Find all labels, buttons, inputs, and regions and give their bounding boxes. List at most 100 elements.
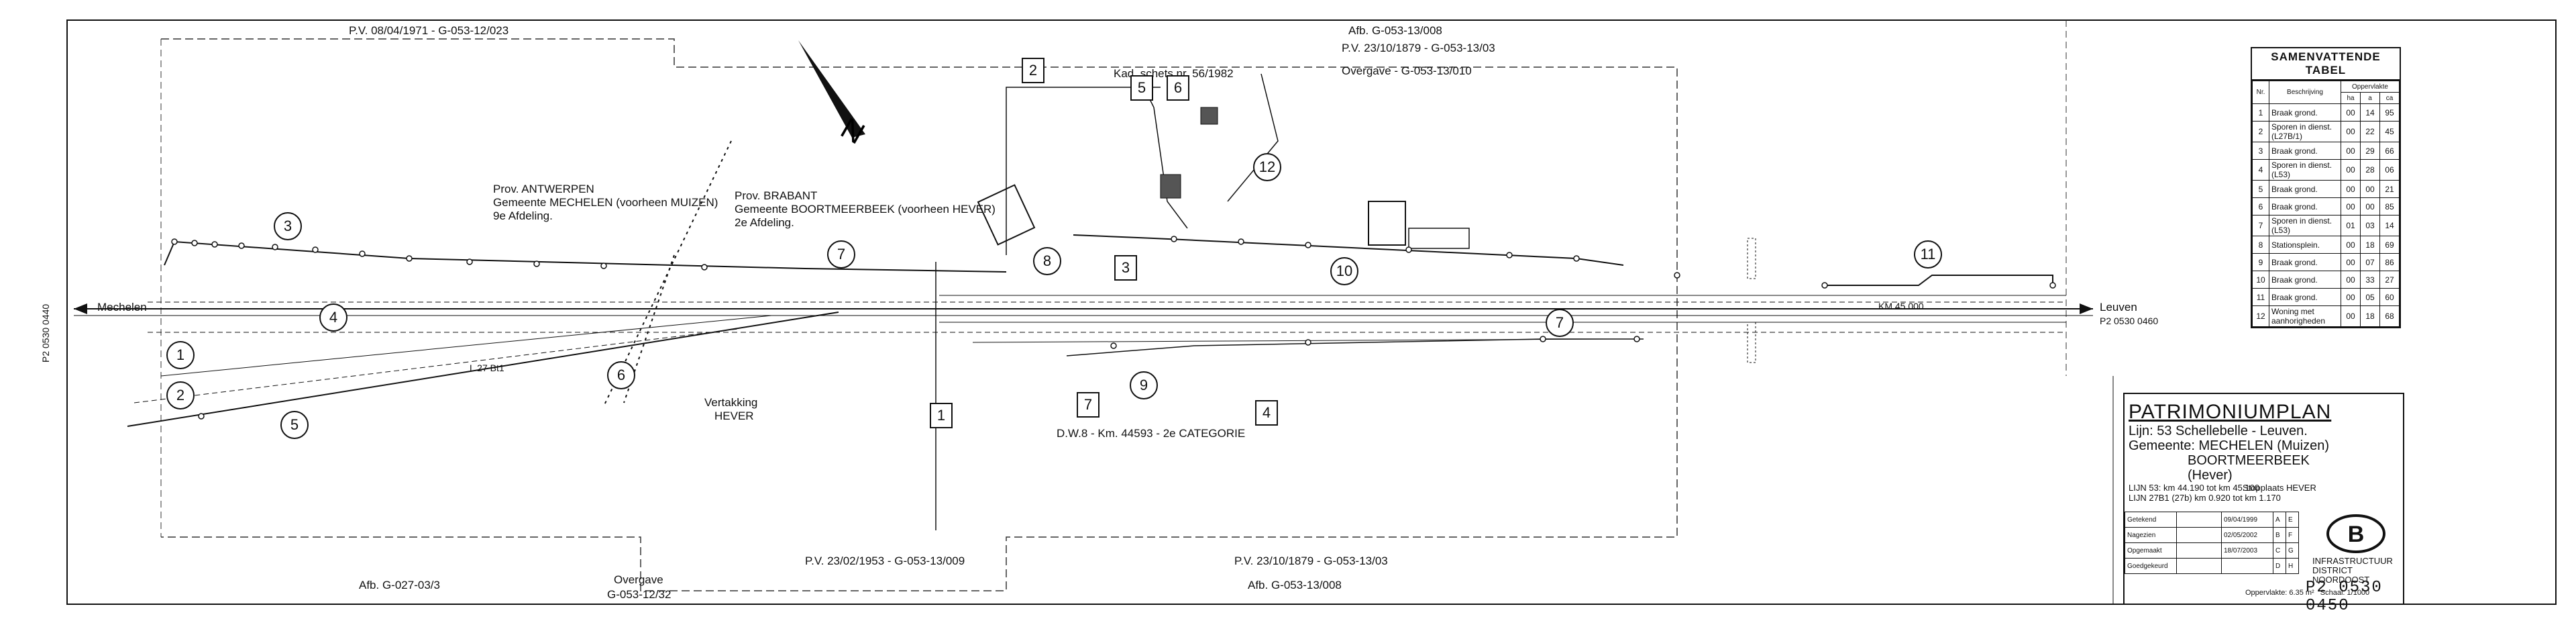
summary-table: SAMENVATTENDE TABEL Nr. Beschrijving Opp… <box>2251 47 2401 328</box>
tb-row-nagezien: Nagezien <box>2125 527 2177 543</box>
summary-cell-a: 18 <box>2360 305 2380 327</box>
afdeling-9-label: 9e Afdeling. <box>493 209 553 222</box>
summary-cell-ca: 21 <box>2379 180 2400 198</box>
summary-cell-a: 22 <box>2360 121 2380 142</box>
plan-lijn53: LIJN 53: km 44.190 tot km 45.100 <box>2129 483 2260 493</box>
summary-cell-ca: 60 <box>2379 288 2400 306</box>
summary-cell-desc: Sporen in dienst.(L53) <box>2269 215 2341 236</box>
section-box-5: 5 <box>1130 75 1153 101</box>
summary-cell-nr: 11 <box>2252 288 2269 306</box>
logo-letter: B <box>2348 522 2365 547</box>
km-marker-label: KM 45.000 <box>1878 301 1924 312</box>
tb-letter-c: C <box>2273 542 2286 559</box>
schaal-label: Schaal: 1/1000 <box>2320 589 2370 597</box>
section-box-4: 4 <box>1255 400 1278 426</box>
summary-cell-nr: 4 <box>2252 159 2269 181</box>
tb-row-opgemaakt: Opgemaakt <box>2125 542 2177 559</box>
summary-cell-ha: 01 <box>2341 215 2361 236</box>
summary-cell-nr: 7 <box>2252 215 2269 236</box>
section-box-6: 6 <box>1167 75 1189 101</box>
top-afb-label: Afb. G-053-13/008 <box>1348 24 1442 37</box>
infrabel-logo-icon: B <box>2326 514 2385 553</box>
l27bt-label: L 27 Bt1 <box>470 363 504 373</box>
tb-row-getekend: Getekend <box>2125 512 2177 528</box>
tb-row-goedgekeurd: Goedgekeurd <box>2125 558 2177 574</box>
section-box-2: 2 <box>1022 58 1044 83</box>
tb-date-3: 18/07/2003 <box>2221 542 2273 559</box>
vertakking-label: Vertakking <box>704 396 758 409</box>
summary-cell-ca: 66 <box>2379 142 2400 160</box>
parcel-circle-12: 12 <box>1253 153 1281 181</box>
plan-title: PATRIMONIUMPLAN <box>2129 401 2332 423</box>
summary-sub-a: a <box>2360 92 2380 104</box>
afdeling-2-label: 2e Afdeling. <box>735 216 794 229</box>
summary-cell-ca: 06 <box>2379 159 2400 181</box>
summary-cell-ca: 14 <box>2379 215 2400 236</box>
plan-lijn: Lijn: 53 Schellebelle - Leuven. <box>2129 424 2308 438</box>
summary-cell-ha: 00 <box>2341 236 2361 254</box>
summary-cell-ha: 00 <box>2341 305 2361 327</box>
tb-date-4 <box>2221 558 2273 574</box>
summary-cell-nr: 6 <box>2252 197 2269 215</box>
tb-date-2: 02/05/2002 <box>2221 527 2273 543</box>
section-box-1: 1 <box>930 403 953 428</box>
parcel-circle-7a: 7 <box>827 240 855 269</box>
title-block-grid: Getekend 09/04/1999 A E Nagezien 02/05/2… <box>2125 512 2299 574</box>
summary-cell-ha: 00 <box>2341 197 2361 215</box>
summary-cell-a: 33 <box>2360 271 2380 289</box>
top-pv-left-label: P.V. 08/04/1971 - G-053-12/023 <box>349 24 509 37</box>
p2-right-label: P2 0530 0460 <box>2100 316 2159 326</box>
plan-lijn27: LIJN 27B1 (27b) km 0.920 tot km 1.170 <box>2129 493 2281 503</box>
summary-cell-nr: 9 <box>2252 253 2269 271</box>
summary-cell-a: 18 <box>2360 236 2380 254</box>
summary-cell-a: 07 <box>2360 253 2380 271</box>
tb-letter-e: E <box>2286 512 2299 528</box>
summary-cell-a: 00 <box>2360 197 2380 215</box>
bottom-overgave-label: Overgave <box>614 573 663 586</box>
parcel-circle-5: 5 <box>280 411 309 439</box>
summary-cell-ca: 86 <box>2379 253 2400 271</box>
gemeente-boortmeerbeek-label: Gemeente BOORTMEERBEEK (voorheen HEVER) <box>735 203 996 215</box>
tb-sign-3 <box>2176 542 2222 559</box>
summary-cell-a: 05 <box>2360 288 2380 306</box>
summary-title: SAMENVATTENDE TABEL <box>2252 48 2400 81</box>
section-box-7: 7 <box>1077 392 1099 418</box>
gemeente-mechelen-label: Gemeente MECHELEN (voorheen MUIZEN) <box>493 196 718 209</box>
plan-stopplaats: Stopplaats HEVER <box>2243 483 2316 493</box>
summary-cell-nr: 2 <box>2252 121 2269 142</box>
summary-cell-desc: Braak grond. <box>2269 288 2341 306</box>
prov-brabant-label: Prov. BRABANT <box>735 189 818 202</box>
parcel-circle-9: 9 <box>1130 371 1158 399</box>
top-overgave-label: Overgave - G-053-13/010 <box>1342 64 1472 77</box>
summary-cell-a: 03 <box>2360 215 2380 236</box>
mechelen-label: Mechelen <box>97 301 147 314</box>
summary-cell-ha: 00 <box>2341 159 2361 181</box>
summary-cell-ha: 00 <box>2341 288 2361 306</box>
summary-cell-ca: 85 <box>2379 197 2400 215</box>
opp-label: Oppervlakte: 6.35 m² <box>2245 589 2314 597</box>
summary-cell-nr: 5 <box>2252 180 2269 198</box>
parcel-circle-4: 4 <box>319 303 347 332</box>
title-block-infra: INFRASTRUCTUUR DISTRICT NOORDOOST <box>2312 557 2403 585</box>
parcel-circle-2: 2 <box>166 381 195 410</box>
tb-sign-1 <box>2176 512 2222 528</box>
plan-gemeente: Gemeente: MECHELEN (Muizen) <box>2129 438 2329 453</box>
leuven-label: Leuven <box>2100 301 2137 314</box>
plan-code: P2 0530 0450 <box>2306 579 2383 615</box>
plan-gemeente2: BOORTMEERBEEK (Hever) <box>2188 453 2310 483</box>
tb-letter-f: F <box>2286 527 2299 543</box>
infra-label: INFRASTRUCTUUR <box>2312 556 2393 566</box>
tb-date-1: 09/04/1999 <box>2221 512 2273 528</box>
bottom-afb-left-label: Afb. G-027-03/3 <box>359 579 440 591</box>
